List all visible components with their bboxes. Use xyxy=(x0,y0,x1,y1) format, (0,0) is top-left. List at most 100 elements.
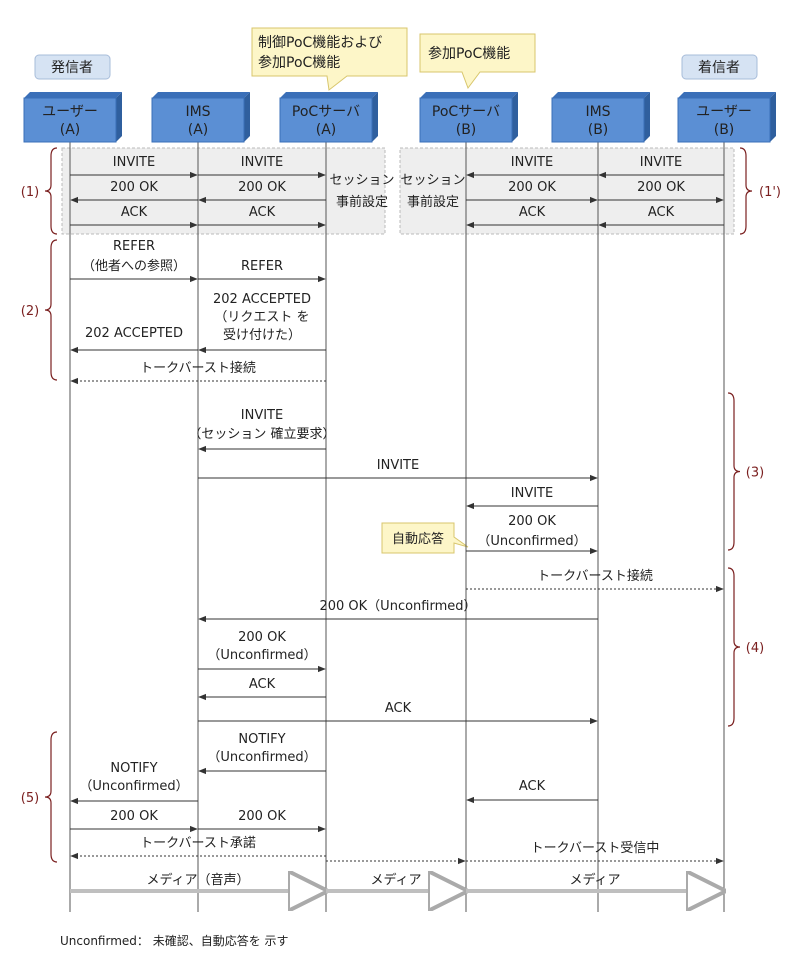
svg-text:PoCサーバ: PoCサーバ xyxy=(292,104,360,120)
session-setup-panel-b xyxy=(399,147,735,235)
message-17: INVITE（セッション 確立要求） xyxy=(188,408,336,453)
message-30: 200 OK xyxy=(198,809,326,833)
message-label: ACK xyxy=(519,779,546,794)
message-0: INVITE xyxy=(70,155,198,179)
message-8: 200 OK xyxy=(598,180,724,204)
message-6: INVITE xyxy=(598,155,724,179)
session-setup-label-a1: セッション xyxy=(329,173,394,188)
message-19: INVITE xyxy=(466,486,598,510)
message-label: メディア（音声） xyxy=(146,872,249,888)
message-36: メディア xyxy=(466,872,722,891)
session-setup-label-b1: セッション xyxy=(400,173,465,188)
svg-text:制御PoC機能および: 制御PoC機能および xyxy=(258,35,382,51)
message-18: INVITE xyxy=(198,458,598,482)
svg-text:(2): (2) xyxy=(21,304,39,319)
message-label: REFER xyxy=(241,259,283,274)
svg-text:(A): (A) xyxy=(188,122,209,138)
message-label: （他者への参照） xyxy=(82,258,186,274)
message-20: 200 OK （Unconfirmed） xyxy=(466,514,598,555)
message-label: INVITE xyxy=(241,155,283,170)
message-label: 200 OK（Unconfirmed） xyxy=(319,599,476,614)
entity-pocb: PoCサーバ (B) xyxy=(419,92,518,143)
message-2: 200 OK xyxy=(70,180,198,204)
svg-text:(A): (A) xyxy=(316,122,337,138)
message-7: INVITE xyxy=(466,155,598,179)
message-label: NOTIFY xyxy=(238,732,285,747)
message-label: （Unconfirmed） xyxy=(477,534,586,549)
svg-text:(5): (5) xyxy=(21,791,39,806)
message-label: ACK xyxy=(648,205,675,220)
message-label: トークバースト受信中 xyxy=(531,841,660,856)
message-label: 200 OK xyxy=(637,180,685,195)
svg-text:PoCサーバ: PoCサーバ xyxy=(432,104,500,120)
footnote: Unconfirmed： 未確認、自動応答を 示す xyxy=(60,933,289,948)
phase-brace-3: (3) xyxy=(727,392,764,551)
message-21: トークバースト接続 xyxy=(466,568,724,593)
message-9: 200 OK xyxy=(466,180,598,204)
message-26: NOTIFY （Unconfirmed） xyxy=(198,732,326,775)
message-23: 200 OK （Unconfirmed） xyxy=(198,630,326,673)
message-label: （Unconfirmed） xyxy=(207,750,316,765)
message-31: トークバースト承諾 xyxy=(70,835,326,860)
message-label: ACK xyxy=(249,205,276,220)
message-10: ACK xyxy=(598,205,724,229)
message-5: ACK xyxy=(198,205,326,229)
svg-text:(1): (1) xyxy=(21,185,39,200)
session-setup-label-a2: 事前設定 xyxy=(336,194,388,210)
message-12: REFER（他者への参照） xyxy=(70,239,198,283)
phase-brace-5: (5) xyxy=(21,731,58,863)
message-27: NOTIFY （Unconfirmed） xyxy=(70,761,198,805)
entity-poca: PoCサーバ (A) xyxy=(279,92,378,143)
message-label: （Unconfirmed） xyxy=(207,648,316,663)
message-label: ACK xyxy=(121,205,148,220)
message-22: 200 OK（Unconfirmed） xyxy=(198,599,598,623)
phase-brace-2: (2) xyxy=(21,239,58,381)
session-setup-panel-a xyxy=(61,147,386,235)
message-label: 200 OK xyxy=(238,809,286,824)
callout-controlling-poc: 制御PoC機能および 参加PoC機能 xyxy=(251,27,408,91)
message-label: 200 OK xyxy=(508,514,556,529)
svg-text:ユーザー: ユーザー xyxy=(42,104,98,120)
message-label: NOTIFY xyxy=(110,761,157,776)
message-label: INVITE xyxy=(640,155,682,170)
svg-text:(B): (B) xyxy=(588,122,609,138)
message-label: メディア xyxy=(569,872,620,888)
message-15: 202 ACCEPTED xyxy=(70,326,198,354)
message-25: ACK xyxy=(198,701,598,725)
message-label: 200 OK xyxy=(238,630,286,645)
entity-imsb: IMS(B) xyxy=(551,92,650,143)
message-35: メディア xyxy=(326,872,464,891)
message-28: ACK xyxy=(466,779,598,804)
message-label: INVITE xyxy=(511,155,553,170)
phase-brace-4: (4) xyxy=(727,567,764,727)
message-label: 202 ACCEPTED xyxy=(213,292,311,307)
phase-brace-1: (1') xyxy=(739,147,781,235)
message-16: トークバースト接続 xyxy=(70,360,326,385)
entity-ua: ユーザー(A) xyxy=(23,92,122,143)
message-29: 200 OK xyxy=(70,809,198,833)
message-label: トークバースト接続 xyxy=(537,568,653,584)
message-4: ACK xyxy=(70,205,198,229)
message-13: REFER xyxy=(198,259,326,283)
message-label: INVITE xyxy=(377,458,419,473)
message-label: ACK xyxy=(249,677,276,692)
message-label: トークバースト承諾 xyxy=(140,835,256,851)
message-label: 200 OK xyxy=(110,180,158,195)
message-label: （セッション 確立要求） xyxy=(188,426,335,442)
message-34: メディア（音声） xyxy=(70,872,324,891)
entity-ub: ユーザー(B) xyxy=(677,92,776,143)
message-11: ACK xyxy=(466,205,598,229)
session-setup-label-b2: 事前設定 xyxy=(407,194,459,210)
callout-participating-poc: 参加PoC機能 xyxy=(419,33,536,90)
message-3: 200 OK xyxy=(198,180,326,204)
svg-text:(B): (B) xyxy=(714,122,735,138)
svg-text:着信者: 着信者 xyxy=(698,60,740,76)
svg-text:IMS: IMS xyxy=(185,104,210,120)
message-33: トークバースト受信中 xyxy=(466,841,724,865)
message-label: （Unconfirmed） xyxy=(79,779,188,794)
message-label: 200 OK xyxy=(508,180,556,195)
svg-text:自動応答: 自動応答 xyxy=(392,531,444,547)
svg-text:(B): (B) xyxy=(456,122,477,138)
